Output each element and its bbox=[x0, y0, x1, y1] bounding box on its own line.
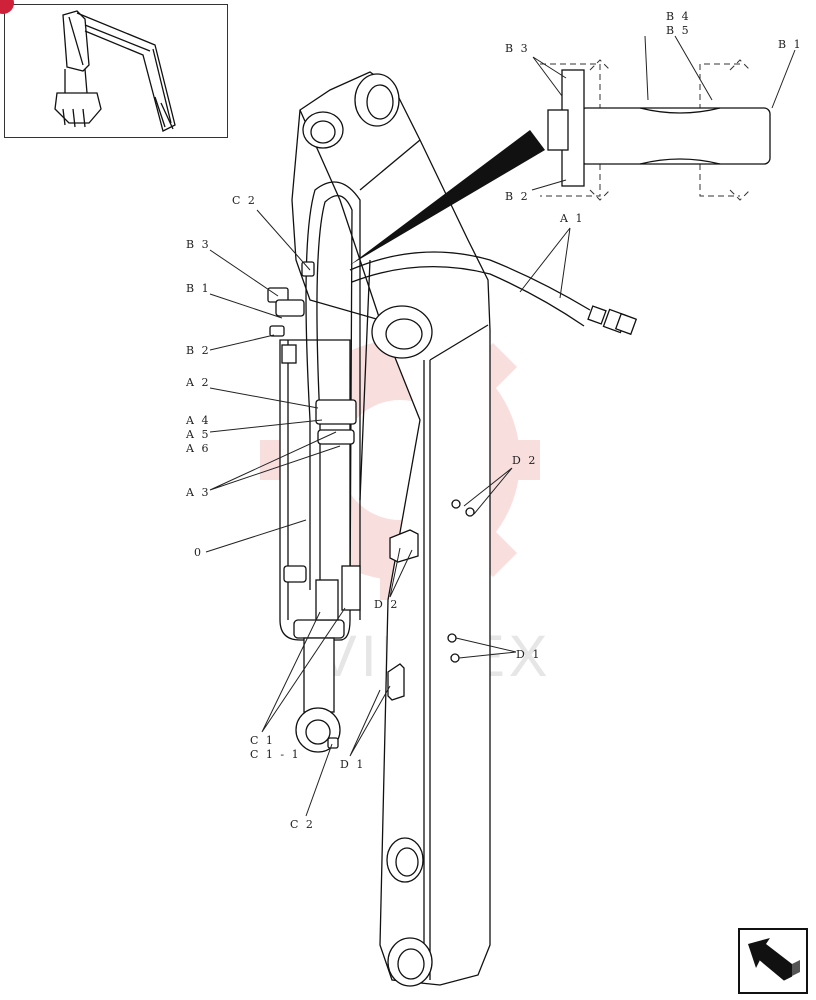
label-d1-right: D 1 bbox=[516, 648, 541, 661]
label-a2: A 2 bbox=[185, 376, 210, 389]
clamp-parts bbox=[267, 261, 475, 749]
label-c1-1: C 1 - 1 bbox=[250, 748, 301, 761]
label-b4: B 4 bbox=[666, 10, 691, 23]
label-d2-top: D 2 bbox=[512, 454, 537, 467]
label-a3: A 3 bbox=[185, 486, 210, 499]
label-a1: A 1 bbox=[559, 212, 584, 225]
return-button[interactable] bbox=[738, 928, 808, 994]
excavator-thumbnail-drawing bbox=[54, 10, 176, 132]
excavator-thumbnail[interactable] bbox=[4, 4, 228, 138]
label-a6: A 6 bbox=[185, 442, 210, 455]
label-b2-detail: B 2 bbox=[505, 190, 530, 203]
label-b5: B 5 bbox=[666, 24, 691, 37]
callout-labels: B 4 B 5 B 3 B 1 B 2 A 1 C 2 B 3 B 1 B 2 … bbox=[185, 10, 803, 831]
label-b3-detail: B 3 bbox=[505, 42, 530, 55]
label-b2: B 2 bbox=[186, 344, 211, 357]
boom-arm bbox=[291, 71, 491, 987]
label-c1: C 1 bbox=[250, 734, 275, 747]
leader-lines bbox=[205, 35, 796, 817]
return-arrow-icon bbox=[748, 938, 800, 981]
label-c2-bottom: C 2 bbox=[290, 818, 315, 831]
corner-badge-icon bbox=[0, 0, 14, 14]
label-c2-top: C 2 bbox=[232, 194, 257, 207]
label-a4: A 4 bbox=[185, 414, 210, 427]
label-b3: B 3 bbox=[186, 238, 211, 251]
label-d2-mid: D 2 bbox=[374, 598, 399, 611]
label-b1-detail: B 1 bbox=[778, 38, 803, 51]
detail-pointer-wedge bbox=[350, 130, 545, 265]
label-d1-bottom: D 1 bbox=[340, 758, 365, 771]
label-b1: B 1 bbox=[186, 282, 211, 295]
pin-detail-inset bbox=[540, 59, 771, 201]
label-a5: A 5 bbox=[185, 428, 210, 441]
hydraulic-hoses bbox=[305, 181, 638, 621]
label-o: 0 bbox=[194, 546, 203, 559]
